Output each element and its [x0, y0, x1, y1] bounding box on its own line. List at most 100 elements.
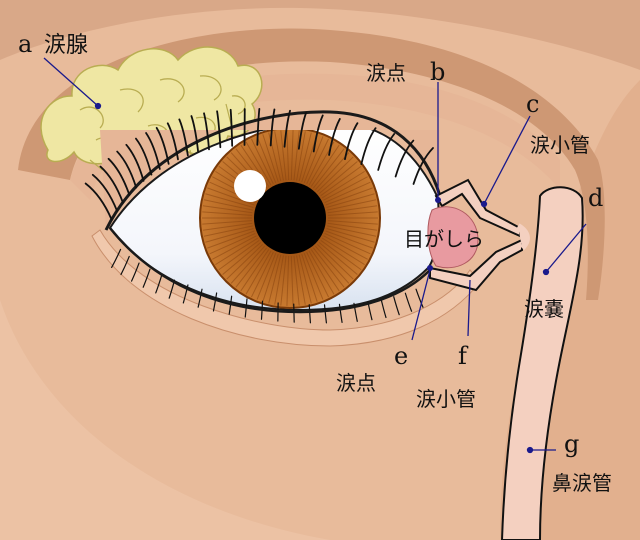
upper-eyelash [166, 122, 179, 161]
upper-lid-margin [104, 110, 442, 231]
iris-striation [308, 250, 335, 295]
leader-g-dot [526, 446, 534, 454]
pupil [254, 182, 326, 254]
label-b-letter: b [430, 58, 445, 86]
upper-eyelash [178, 118, 189, 157]
iris-striation [310, 144, 340, 187]
iris-striation [327, 205, 378, 214]
iris-striation [245, 250, 272, 295]
leader-d [545, 223, 587, 273]
label-a-text: 涙腺 [44, 33, 88, 58]
iris-striation [323, 235, 368, 260]
upper-eyelash [116, 150, 138, 189]
iris-striation [323, 176, 368, 201]
iris-striation [320, 239, 362, 271]
iris-striation [280, 130, 287, 181]
iris-striation [202, 220, 253, 225]
brow-ridge [0, 0, 640, 70]
iris-striation [250, 138, 274, 185]
iris-striation [316, 156, 354, 192]
label-g-letter: g [564, 430, 579, 458]
upper-eyelash [84, 182, 113, 221]
upper-eyelash [328, 118, 341, 156]
iris-striation [303, 253, 324, 300]
upper-eyelash [283, 109, 291, 148]
upper-punctum-dot [435, 197, 441, 203]
iris-striation [268, 254, 282, 304]
iris-striation [301, 253, 318, 302]
iris-striation [250, 251, 274, 298]
iris-striation [290, 130, 294, 181]
iris-striation [303, 136, 324, 183]
lower-eyelash [228, 295, 233, 315]
iris-striation [296, 131, 306, 181]
lower-eyelash [111, 248, 122, 268]
iris-striation [262, 253, 279, 302]
iris-striation [293, 255, 300, 306]
iris-striation [203, 199, 253, 211]
iris-striation [316, 244, 354, 280]
lower-eyelash [323, 304, 328, 324]
lower-eyelash [415, 288, 424, 308]
upper-eyelash [135, 137, 153, 176]
upper-eyelash [360, 127, 377, 166]
leader-a-dot [94, 102, 102, 110]
upper-eyelash [99, 165, 124, 204]
label-b-text: 涙点 [366, 61, 406, 85]
iris-striation [315, 152, 350, 191]
iris-striation [326, 227, 375, 243]
iris-striation [274, 131, 284, 181]
lower-eyelash [197, 288, 203, 308]
lower-eyelash [212, 292, 218, 312]
lower-eyelash [380, 298, 387, 319]
iris-striation [286, 255, 290, 306]
iris-striation [235, 247, 267, 288]
iris-striation [240, 249, 270, 292]
lower-eyelash [182, 284, 189, 304]
label-e-text: 涙点 [336, 371, 376, 395]
label-g-text: 鼻涙管 [552, 471, 612, 495]
lower-eyelash [142, 268, 151, 288]
iris-striation [230, 245, 265, 284]
iris-striation [212, 235, 257, 260]
lower-punctum-dot [427, 265, 433, 271]
upper-eyelash [412, 147, 434, 185]
upper-eyelash [269, 108, 276, 147]
upper-eyelash [216, 110, 222, 149]
iris-striation [298, 254, 312, 304]
iris-striation [296, 255, 306, 305]
lower-eyelashes [111, 248, 424, 324]
caruncle [427, 206, 479, 269]
lower-eyelash [155, 274, 163, 294]
iris-striation [324, 181, 371, 204]
iris-striation [222, 242, 262, 275]
iris-striation [202, 205, 253, 214]
iris-striation [310, 249, 340, 292]
upper-eyelash [377, 133, 396, 171]
upper-eyelash [190, 115, 200, 153]
label-caruncle: 目がしら [404, 227, 484, 251]
iris-striation [215, 237, 259, 266]
upper-eyelash [229, 108, 234, 147]
upper-eyelash [394, 139, 415, 178]
iris-striation [245, 141, 272, 186]
iris-striation [256, 253, 277, 300]
upper-eyelash [91, 173, 118, 212]
iris-striation [290, 255, 294, 306]
iris-striation [202, 211, 253, 216]
tear-duct-system [429, 178, 584, 540]
iris-striation [298, 132, 312, 182]
iris-striation [321, 170, 365, 199]
iris-striation [313, 247, 345, 288]
iris-striation [226, 244, 264, 280]
leader-f [467, 279, 471, 337]
lower-eyelash [130, 262, 140, 282]
iris-striation [218, 239, 260, 271]
iris-striation [286, 130, 290, 181]
iris-striation [327, 222, 378, 231]
lower-eyelash [353, 302, 358, 322]
leader-a [43, 57, 99, 107]
label-c-text: 涙小管 [530, 133, 590, 157]
